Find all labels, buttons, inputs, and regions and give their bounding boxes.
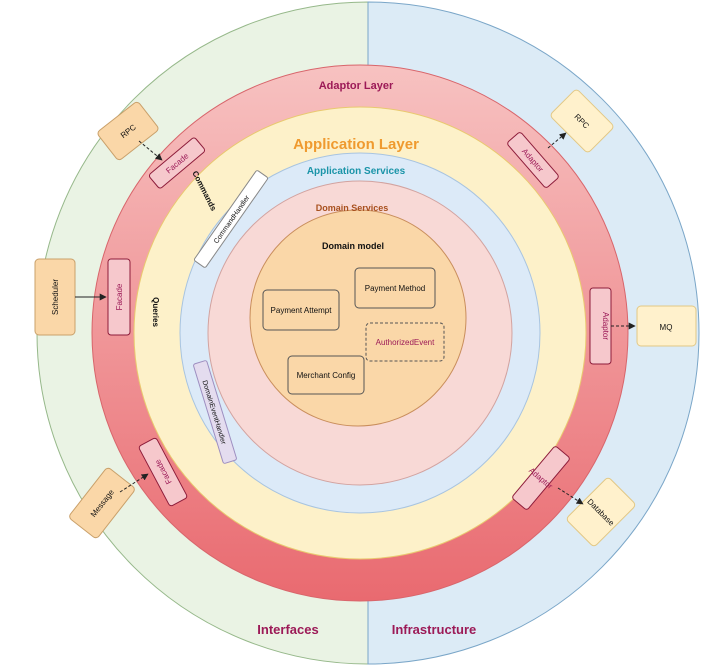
application-services-title: Application Services bbox=[307, 166, 406, 177]
infrastructure-label: Infrastructure bbox=[392, 622, 477, 637]
application-layer-title: Application Layer bbox=[293, 136, 419, 153]
adaptor-bottom-box: Adaptor bbox=[512, 446, 570, 510]
queries-label: Queries bbox=[151, 297, 160, 327]
payment-method-label: Payment Method bbox=[365, 284, 425, 293]
mq-label: MQ bbox=[660, 323, 673, 332]
message-box: Message bbox=[69, 467, 135, 539]
domain-services-title: Domain Services bbox=[316, 203, 389, 213]
scheduler-box: Scheduler bbox=[34, 258, 76, 336]
adaptor-middle-label: Adaptor bbox=[601, 312, 610, 340]
adaptor-to-rpc-arrow bbox=[547, 132, 567, 149]
authorized-event-box: AuthorizedEvent bbox=[365, 322, 445, 362]
facade-middle-label: Facade bbox=[115, 283, 124, 310]
scheduler-label: Scheduler bbox=[51, 279, 60, 315]
inbound-rpc-box: RPC bbox=[97, 101, 159, 161]
authorized-event-label: AuthorizedEvent bbox=[376, 338, 435, 347]
payment-attempt-box: Payment Attempt bbox=[262, 289, 340, 331]
mq-box: MQ bbox=[636, 305, 697, 347]
facade-bottom-box: Facade bbox=[138, 437, 188, 507]
database-box: Database bbox=[566, 477, 636, 547]
interfaces-label: Interfaces bbox=[257, 622, 318, 637]
payment-method-box: Payment Method bbox=[354, 267, 436, 309]
outbound-rpc-box: RPC bbox=[550, 89, 614, 153]
domain-model-title: Domain model bbox=[322, 241, 384, 251]
merchant-config-box: Merchant Config bbox=[287, 355, 365, 395]
adaptor-layer-title: Adaptor Layer bbox=[319, 80, 394, 92]
facade-middle-box: Facade bbox=[107, 258, 131, 336]
merchant-config-label: Merchant Config bbox=[297, 371, 356, 380]
message-to-facade-arrow bbox=[119, 473, 149, 493]
adaptor-middle-box: Adaptor bbox=[589, 287, 612, 365]
payment-attempt-label: Payment Attempt bbox=[271, 306, 333, 315]
